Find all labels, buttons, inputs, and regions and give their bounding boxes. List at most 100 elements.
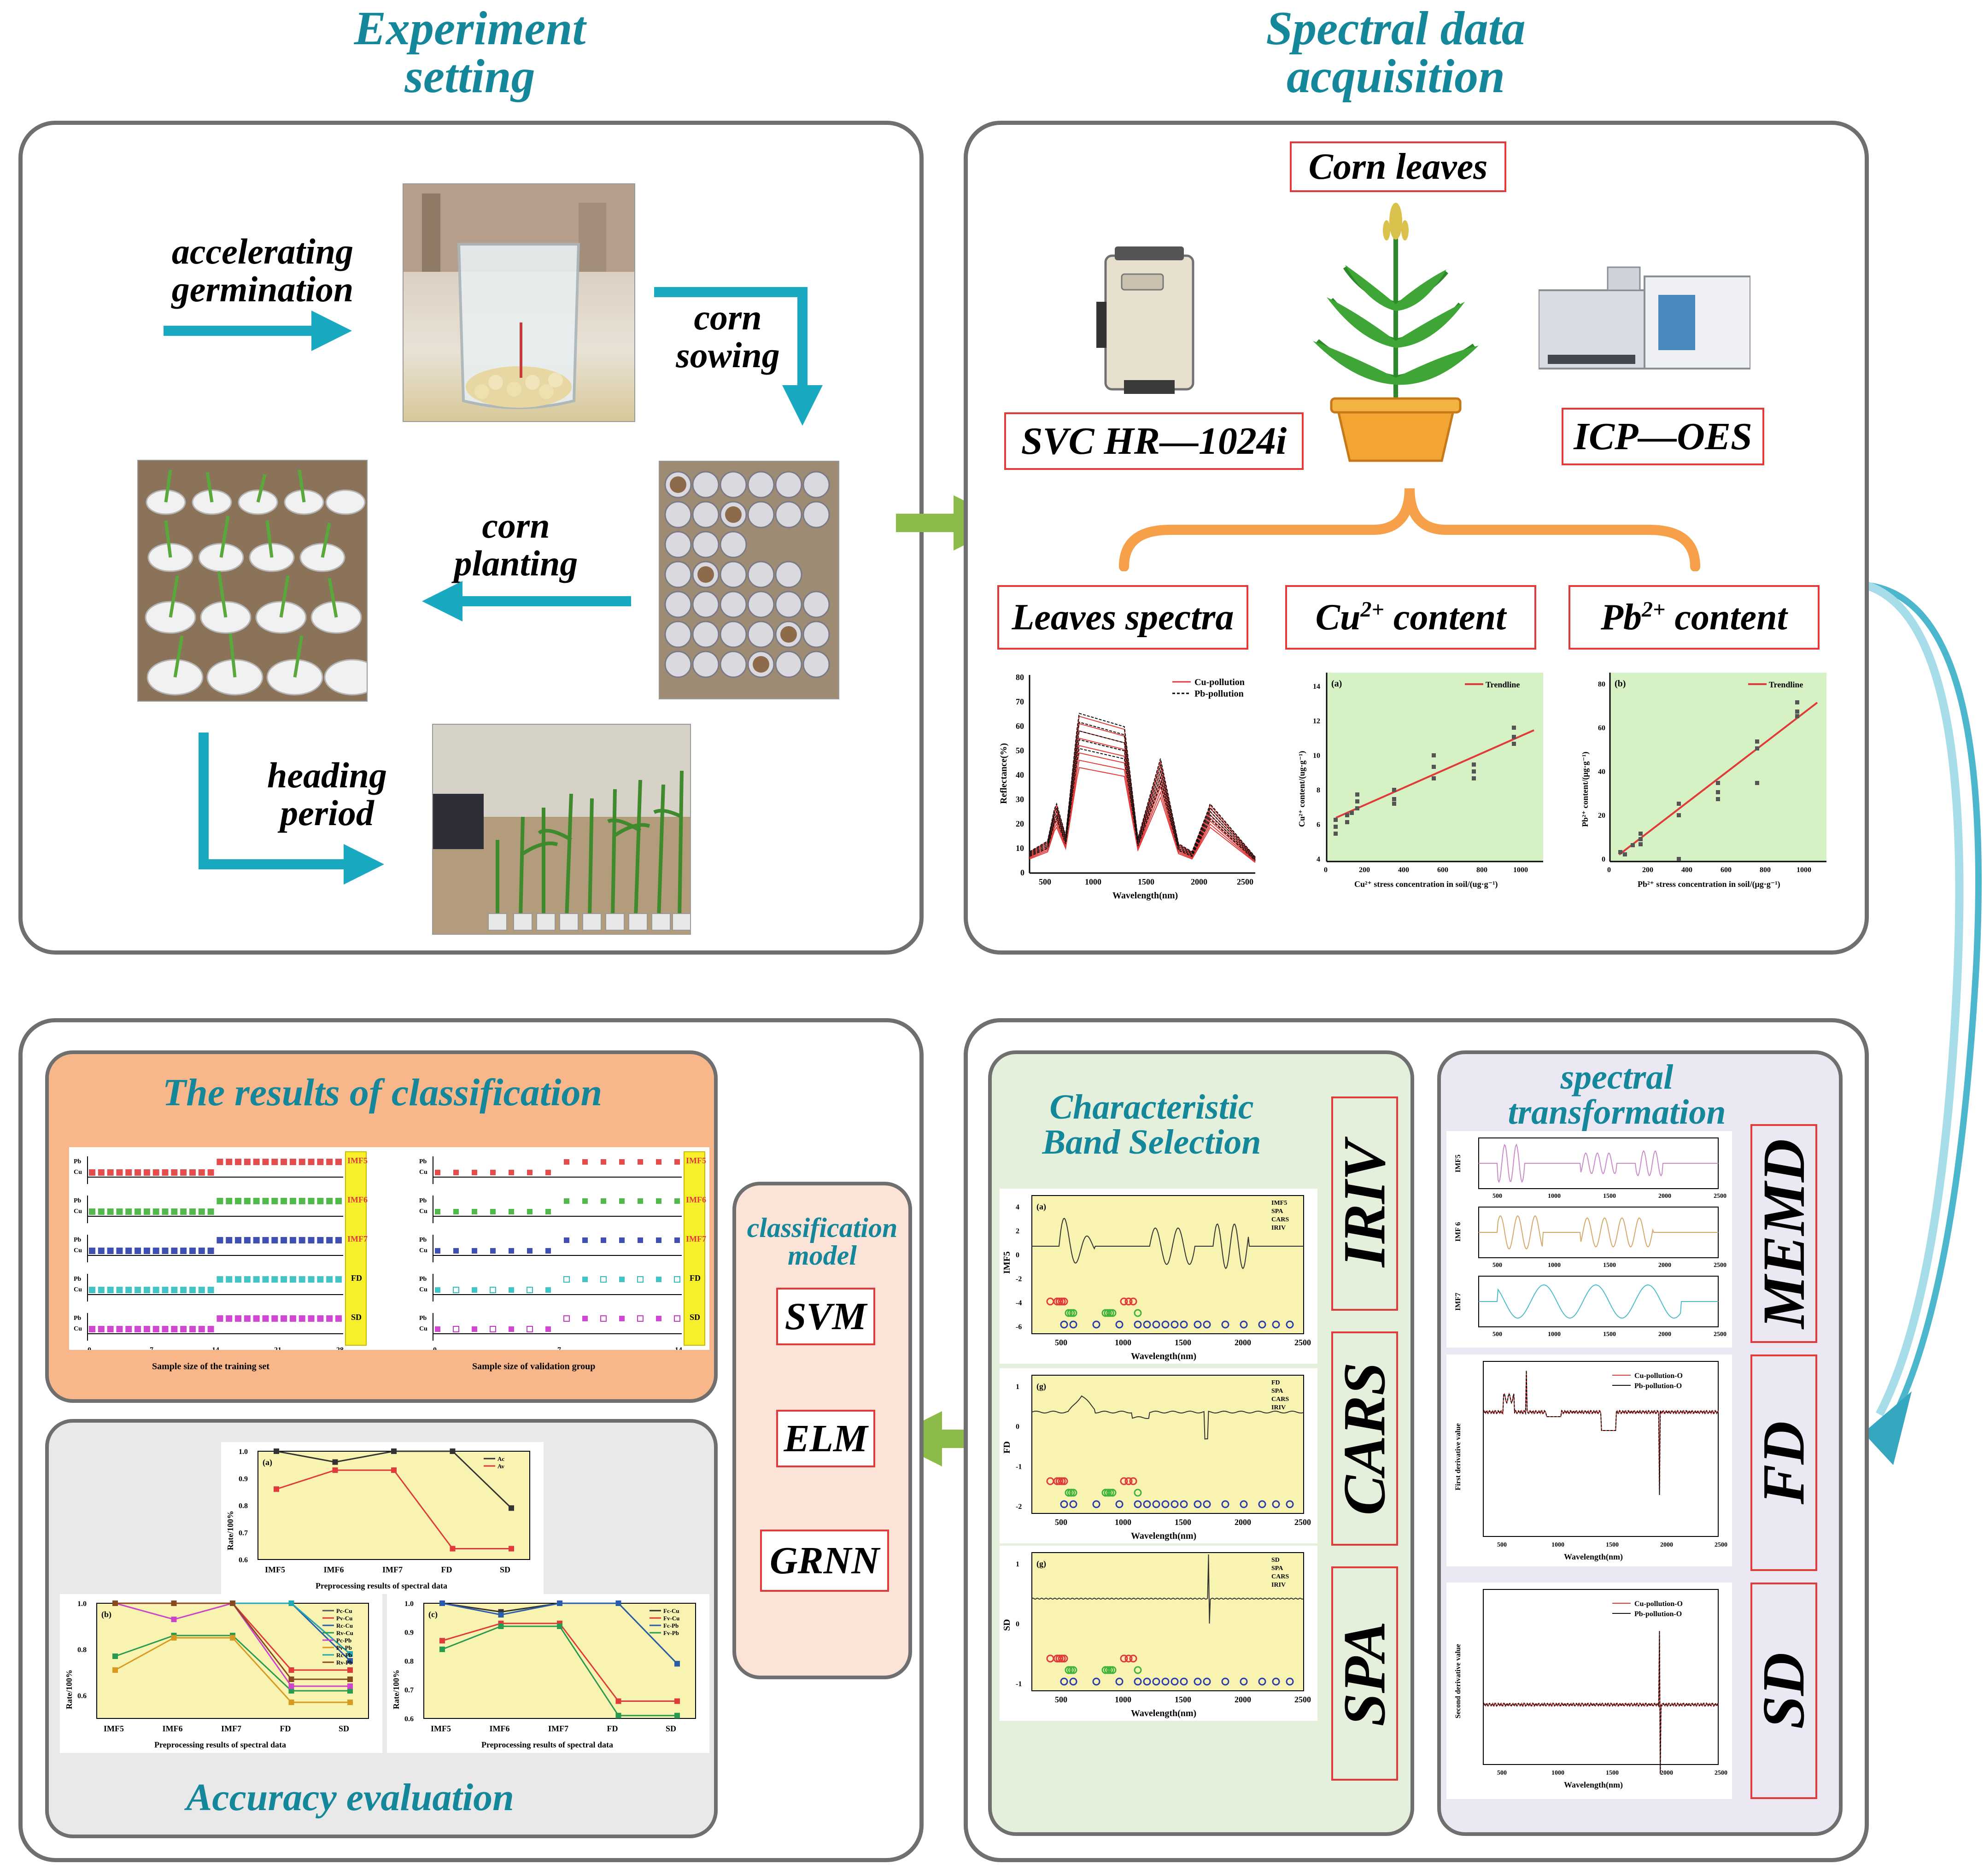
band1-legend-2: CARS	[1271, 1216, 1289, 1223]
band3-sel-2-0	[1060, 1677, 1068, 1686]
cu-xtick-200: 200	[1359, 866, 1370, 874]
cls-mark-a2-18	[253, 1237, 260, 1243]
acc-a-ytick-4: 1.0	[239, 1448, 248, 1456]
cls-mark-b3-3	[490, 1287, 496, 1293]
acc-a-pt-0-0	[274, 1448, 279, 1454]
cu-tag: (a)	[1331, 679, 1342, 689]
cls-mark-b1-5	[527, 1209, 533, 1214]
spectra-curve-2	[1029, 752, 1256, 862]
acc-c-pt-1-3	[615, 1698, 621, 1704]
memd-xtick-2-4: 2500	[1714, 1331, 1726, 1338]
cls-mark-b3-10	[619, 1277, 625, 1282]
cls-ylabel-pb-b3: Pb	[419, 1276, 427, 1283]
fdc-ylabel: First derivative value	[1454, 1423, 1462, 1490]
val-xtick-14: 14	[675, 1346, 682, 1350]
spectrometer-icon	[1096, 246, 1194, 394]
cls-mark-b2-12	[656, 1237, 661, 1243]
cls-mark-b0-5	[527, 1170, 533, 1175]
cls-mark-a1-18	[253, 1198, 260, 1204]
band1-sel-2-6	[1152, 1320, 1160, 1329]
band2-sel-1-2	[1069, 1489, 1077, 1497]
band3-sel-0-7	[1129, 1654, 1137, 1663]
cls-mark-b4-10	[619, 1316, 625, 1321]
cls-mark-a1-12	[198, 1208, 205, 1215]
band3-sel-0-4	[1060, 1654, 1068, 1663]
cls-mark-a3-14	[217, 1276, 223, 1283]
cu-ytick-14: 14	[1313, 683, 1320, 691]
band3-sel-2-9	[1180, 1677, 1188, 1686]
xtick-500: 500	[1039, 877, 1051, 886]
band2-xtick-4: 2500	[1294, 1518, 1311, 1527]
memd-xtick-0-0: 500	[1492, 1193, 1502, 1200]
band2-sel-0-3	[1058, 1477, 1066, 1485]
cls-mark-a0-10	[180, 1169, 187, 1176]
memd-xtick-0-4: 2500	[1714, 1193, 1726, 1200]
band1-sel-1-5	[1106, 1309, 1114, 1317]
band1-sel-2-8	[1171, 1320, 1179, 1329]
cls-mark-a0-23	[298, 1159, 305, 1165]
cls-mark-a2-5	[135, 1248, 141, 1254]
memd-xtick-1-4: 2500	[1714, 1262, 1726, 1269]
cls-mark-b3-1	[453, 1287, 459, 1293]
cls-mark-a0-17	[244, 1159, 251, 1165]
ytick-10: 10	[1016, 844, 1024, 853]
spectra-curve-1	[1029, 759, 1256, 862]
cls-mark-b4-3	[490, 1326, 496, 1332]
leaves-spectra-label: Leaves spectra	[1012, 597, 1234, 638]
band1-sel-2-10	[1194, 1320, 1202, 1329]
band3-sel-2-13	[1240, 1677, 1248, 1686]
acc-b-plot	[96, 1603, 369, 1719]
acc-b-xtick-3: FD	[280, 1724, 291, 1733]
svm-label: SVM	[784, 1295, 867, 1338]
band3-sel-0-5	[1120, 1654, 1128, 1663]
band3-sel-2-3	[1115, 1677, 1124, 1686]
band1-sel-1-1	[1067, 1309, 1075, 1317]
acc-b-pt-7-0	[112, 1600, 118, 1606]
germination-photo	[403, 183, 635, 422]
acc-c-xtick-0: IMF5	[431, 1724, 451, 1733]
sdc-xtick-0: 500	[1497, 1770, 1507, 1776]
acc-b-pt-7-3	[288, 1677, 294, 1682]
cls-mark-b1-2	[472, 1209, 477, 1214]
acc-b-pt-4-1	[171, 1617, 177, 1622]
cls-ylabel-cu-a1: Cu	[74, 1208, 82, 1215]
cls-mark-a1-17	[244, 1198, 251, 1204]
cls-mark-b0-8	[582, 1159, 588, 1165]
band2-xtick-1: 1000	[1115, 1518, 1131, 1527]
cls-mark-a4-7	[152, 1326, 159, 1332]
acc-b-xtick-4: SD	[339, 1724, 349, 1733]
cls-mark-a1-27	[335, 1198, 342, 1204]
band3-legend-2: CARS	[1271, 1573, 1289, 1580]
acc-b-pt-4-3	[288, 1683, 294, 1689]
fdc-legend-0: Cu-pollution-O	[1634, 1372, 1683, 1380]
pb-xtick-400: 400	[1681, 866, 1692, 874]
band2-tag: (g)	[1036, 1382, 1046, 1391]
acc-c-pt-3-1	[498, 1624, 504, 1629]
band3-legend-3: IRIV	[1271, 1582, 1286, 1589]
cls-mark-a0-27	[335, 1159, 342, 1165]
cls-ylabel-pb-a2: Pb	[74, 1237, 82, 1243]
corn-planting-label: corn planting	[454, 505, 578, 583]
cls-mark-b1-11	[638, 1198, 643, 1204]
pb-content-box: Pb2+ content	[1568, 585, 1820, 650]
cls-mark-b2-9	[601, 1237, 606, 1243]
cls-mark-a2-11	[189, 1248, 196, 1254]
acc-b-legend-1: Pv-Cu	[336, 1615, 352, 1622]
acc-c-legend-2: Fc-Pb	[663, 1622, 679, 1629]
cls-mark-b1-12	[656, 1198, 661, 1204]
cls-mark-b4-1	[453, 1326, 459, 1332]
cls-mark-a4-14	[217, 1315, 223, 1322]
band3-sel-0-6	[1124, 1654, 1133, 1663]
acc-a-ylabel: Rate/100%	[226, 1511, 235, 1550]
band1-sel-1-0	[1065, 1309, 1073, 1317]
cls-mark-b2-8	[582, 1237, 588, 1243]
acc-c-ytick-0: 0.6	[404, 1715, 414, 1723]
cls-mark-b3-5	[527, 1287, 533, 1293]
band3-sel-2-4	[1134, 1677, 1142, 1686]
val-xtick-7: 7	[557, 1346, 561, 1350]
cls-mark-a1-6	[143, 1208, 150, 1215]
fdc-plot	[1483, 1361, 1719, 1537]
